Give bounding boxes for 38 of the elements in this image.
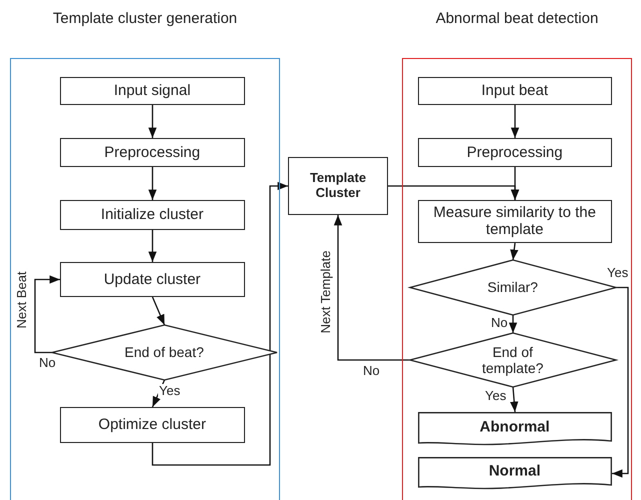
arrow [334,215,410,361]
loop-label: Next Beat [14,271,30,329]
edge-label: No [362,364,381,378]
decision-label: Similar? [486,279,539,296]
arrow [34,275,60,354]
arrow [148,105,157,138]
output-label: Normal [488,462,541,480]
process-step: Measure similarity to the template [418,200,612,243]
arrow [152,182,288,466]
process-step: Input beat [418,76,612,105]
process-step: Template Cluster [288,157,388,215]
loop-label: Next Template [318,250,334,334]
arrow [148,230,157,262]
arrow [510,386,518,412]
edge-label: No [490,316,509,330]
edge-label: Yes [606,266,630,280]
arrow [148,167,157,200]
edge-label: Yes [484,389,508,404]
process-step: Input signal [60,76,245,105]
process-step: Preprocessing [60,138,245,167]
group-heading: Template cluster generation [52,9,238,29]
arrow [510,242,518,260]
process-step: Initialize cluster [60,200,245,230]
edge-label: No [38,356,57,370]
process-step: Optimize cluster [60,406,245,443]
arrow [510,105,520,138]
decision-label: End of beat? [123,344,205,360]
process-step: Update cluster [60,262,245,297]
process-step: Preprocessing [418,138,612,167]
arrow [612,286,629,478]
edge-label: Yes [158,384,182,398]
arrow [152,296,166,326]
arrow [388,185,520,200]
arrow [508,315,518,333]
group-heading: Abnormal beat detection [434,9,600,29]
arrow [152,380,166,408]
output-label: Abnormal [480,418,550,436]
decision-label: End of template? [480,344,544,376]
